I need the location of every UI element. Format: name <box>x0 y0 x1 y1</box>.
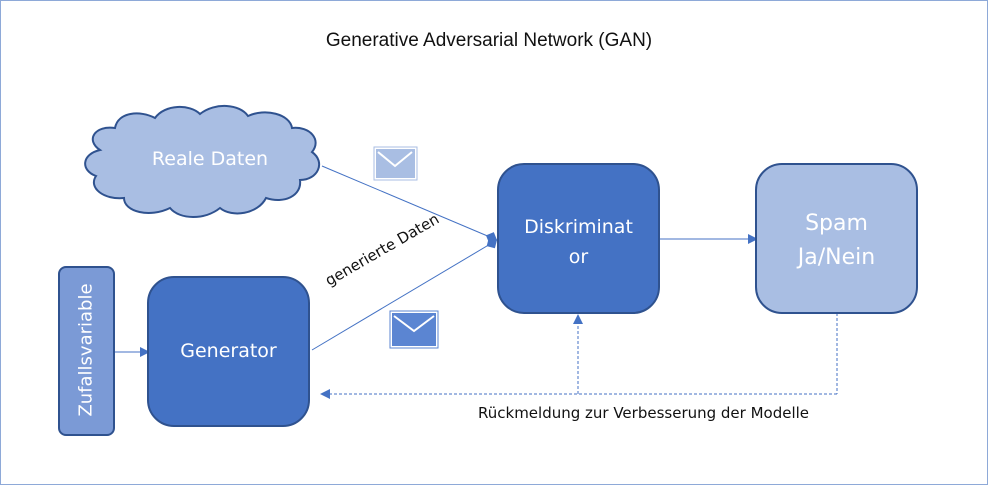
generated-data-envelope-icon <box>389 310 439 349</box>
discriminator-label: Diskriminat or <box>498 212 659 272</box>
edge-generator-to-discriminator <box>311 237 498 351</box>
diagram-title: Generative Adversarial Network (GAN) <box>325 30 653 51</box>
discriminator-box <box>497 163 660 314</box>
random-variable-label: Zufallsvariable <box>75 283 97 417</box>
output-label: Spam Ja/Nein <box>756 207 917 275</box>
real-data-label: Reale Daten <box>151 148 269 170</box>
generator-box <box>147 276 310 427</box>
output-label-line2: Ja/Nein <box>797 245 876 270</box>
edge-real-to-discriminator <box>321 165 498 244</box>
random-variable-box <box>58 266 115 436</box>
feedback-loop <box>320 313 838 399</box>
discriminator-label-line1: Diskriminat <box>524 216 633 238</box>
discriminator-label-line2: or <box>568 246 589 268</box>
output-box <box>755 163 918 314</box>
output-label-line1: Spam <box>805 211 868 236</box>
real-data-cloud <box>84 105 321 218</box>
generator-label: Generator <box>180 340 277 362</box>
feedback-label: Rückmeldung zur Verbesserung der Modelle <box>478 404 810 422</box>
real-data-envelope-icon <box>373 146 418 181</box>
